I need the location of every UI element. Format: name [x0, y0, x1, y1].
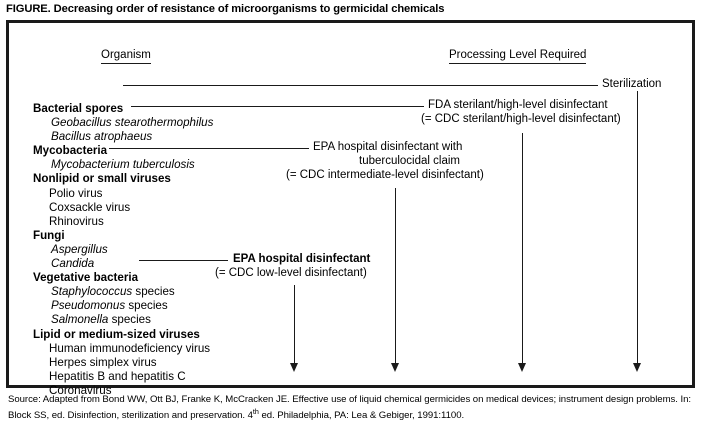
organism-group-vegetative-bacteria: Vegetative bacteria Staphylococcus speci…: [33, 271, 273, 327]
organism-item-genus: Staphylococcus: [51, 285, 133, 299]
organism-group-title: Nonlipid or small viruses: [33, 172, 171, 186]
figure-caption: FIGURE. Decreasing order of resistance o…: [6, 3, 445, 15]
organism-item: Hepatitis B and hepatitis C: [49, 369, 186, 383]
organism-item: Staphylococcus species: [33, 285, 273, 299]
organism-item: Polio virus: [49, 186, 103, 200]
processing-label-epa-tuberculocidal-line3: (= CDC intermediate-level disinfectant): [286, 169, 484, 181]
processing-label-fda-sterilant-line1: FDA sterilant/high-level disinfectant: [428, 99, 608, 111]
organism-item-species: species: [125, 299, 168, 313]
organism-item: Aspergillus: [51, 242, 108, 256]
organism-item: Candida: [51, 257, 95, 271]
organism-group-bacterial-spores: Bacterial spores Geobacillus stearotherm…: [33, 102, 273, 144]
organism-item: Coronavirus: [49, 383, 112, 397]
processing-label-epa-low-level-line2: (= CDC low-level disinfectant): [215, 267, 367, 279]
processing-label-sterilization: Sterilization: [602, 78, 662, 90]
organism-item: Human immunodeficiency virus: [49, 341, 211, 355]
arrow-head-epa-tuberculocidal: [391, 363, 399, 372]
organism-group-title: Lipid or medium-sized viruses: [33, 327, 200, 341]
organism-item: Mycobacterium tuberculosis: [51, 158, 195, 172]
organism-item-genus: Salmonella: [51, 313, 109, 327]
organism-item-genus: Pseudomonus: [51, 299, 126, 313]
organism-list: Bacterial spores Geobacillus stearotherm…: [33, 102, 273, 398]
organism-group-lipid-medium-viruses: Lipid or medium-sized viruses Human immu…: [33, 328, 273, 398]
processing-label-epa-tuberculocidal-line2: tuberculocidal claim: [359, 155, 460, 167]
figure-box: Organism Processing Level Required Steri…: [6, 20, 695, 397]
processing-label-fda-sterilant-line2: (= CDC sterilant/high-level disinfectant…: [421, 113, 621, 125]
organism-group-nonlipid-small-viruses: Nonlipid or small viruses Polio virus Co…: [33, 172, 273, 228]
organism-item: Pseudomonus species: [33, 299, 273, 313]
organism-group-title: Bacterial spores: [33, 102, 124, 115]
organism-group-title: Vegetative bacteria: [33, 271, 139, 285]
source-note: Source: Adapted from Bond WW, Ott BJ, Fr…: [8, 394, 700, 423]
flow-line-sterilization: [637, 91, 638, 366]
arrow-head-sterilization: [633, 363, 641, 372]
processing-label-epa-low-level-line1: EPA hospital disinfectant: [233, 253, 371, 265]
organism-item: Bacillus atrophaeus: [51, 130, 153, 144]
organism-group-fungi: Fungi Aspergillus Candida: [33, 229, 273, 271]
arrow-head-epa-low-level: [290, 363, 298, 372]
organism-item: Rhinovirus: [49, 214, 104, 228]
organism-item-species: species: [132, 285, 175, 299]
organism-item: Salmonella species: [33, 313, 273, 327]
connector-line-sterilization: [123, 85, 598, 86]
connector-line-epa-tuberculocidal: [109, 148, 309, 149]
column-header-processing-level: Processing Level Required: [449, 49, 587, 64]
processing-label-epa-tuberculocidal-line1: EPA hospital disinfectant with: [313, 141, 463, 153]
organism-item: Herpes simplex virus: [49, 355, 157, 369]
source-note-superscript: th: [252, 407, 259, 417]
organism-group-title: Mycobacteria: [33, 144, 108, 158]
connector-line-epa-low-level: [139, 260, 228, 261]
source-note-part1: Source: Adapted from Bond WW, Ott BJ, Fr…: [8, 394, 692, 422]
source-note-part2: ed. Philadelphia, PA: Lea & Gebiger, 199…: [258, 410, 465, 422]
organism-group-mycobacteria: Mycobacteria Mycobacterium tuberculosis: [33, 144, 273, 172]
column-header-organism: Organism: [101, 49, 151, 64]
organism-item: Coxsackle virus: [49, 200, 131, 214]
flow-line-epa-low-level: [294, 285, 295, 366]
organism-item-species: species: [108, 313, 151, 327]
flow-line-fda-sterilant: [522, 133, 523, 366]
flow-line-epa-tuberculocidal: [395, 188, 396, 366]
organism-group-title: Fungi: [33, 228, 65, 242]
connector-line-fda-sterilant: [131, 106, 424, 107]
organism-item: Geobacillus stearothermophilus: [51, 116, 214, 130]
arrow-head-fda-sterilant: [518, 363, 526, 372]
